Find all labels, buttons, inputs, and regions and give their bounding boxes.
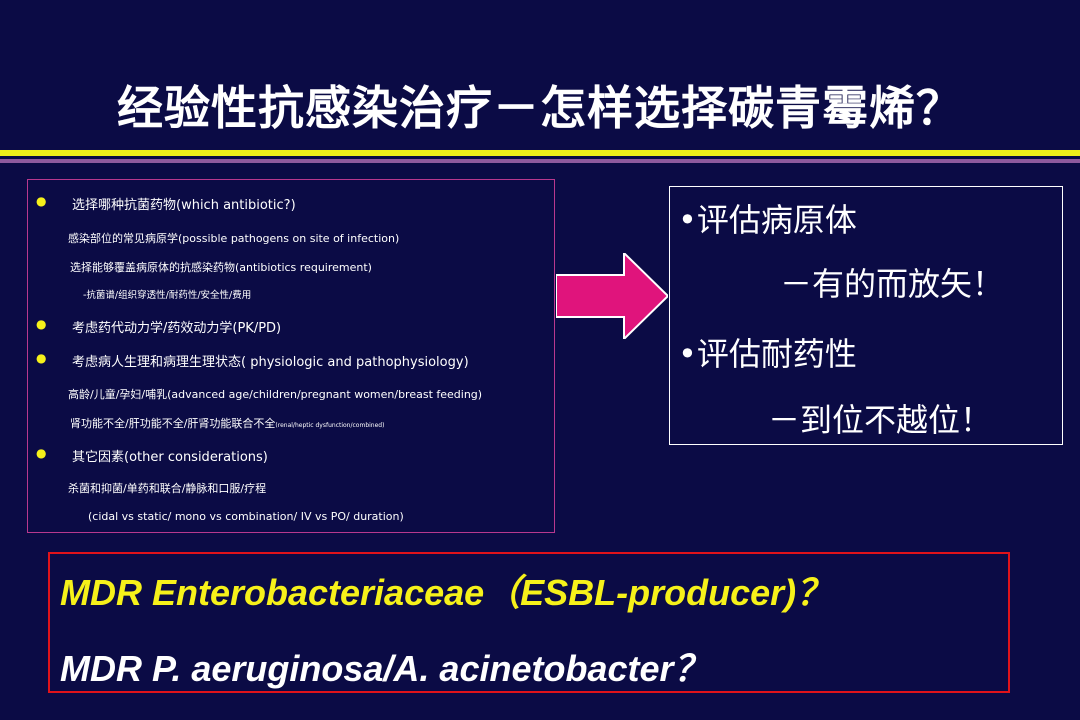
bullet-icon: ● — [36, 446, 47, 460]
bullet-icon: ● — [36, 317, 47, 331]
sub-item: 高龄/儿童/孕妇/哺乳(advanced age/children/pregna… — [68, 388, 483, 401]
sub-item-text: 肾功能不全/肝功能不全/肝肾功能联合不全 — [70, 417, 276, 430]
assessment-line-resistance: •评估耐药性 — [678, 335, 857, 373]
assessment-panel: •评估病原体 －有的而放矢！ •评估耐药性 －到位不越位！ — [669, 186, 1063, 445]
slide-title: 经验性抗感染治疗－怎样选择碳青霉烯？ — [117, 81, 963, 135]
sub-item: 感染部位的常见病原学(possible pathogens on site of… — [68, 232, 400, 245]
sub-item: 选择能够覆盖病原体的抗感染药物(antibiotics requirement) — [70, 261, 372, 274]
sub-sub-item: -抗菌谱/组织穿透性/耐药性/安全性/费用 — [83, 290, 252, 301]
assessment-line-resistance-note: －到位不越位！ — [768, 401, 993, 439]
sub-item: (cidal vs static/ mono vs combination/ I… — [88, 510, 404, 523]
title-divider-yellow — [0, 150, 1080, 156]
bullet-item: ● 其它因素(other considerations) — [28, 446, 268, 465]
bullet-text: 考虑病人生理和病理生理状态( physiologic and pathophys… — [72, 355, 469, 370]
bullet-text: 其它因素(other considerations) — [72, 450, 268, 465]
assessment-line-pathogen-note: －有的而放矢！ — [780, 265, 1005, 303]
mdr-enterobacteriaceae-line: MDR Enterobacteriaceae（ESBL-producer)？ — [60, 572, 833, 613]
considerations-panel: ● 选择哪种抗菌药物(which antibiotic?) 感染部位的常见病原学… — [27, 179, 555, 533]
bullet-text: 考虑药代动力学/药效动力学(PK/PD) — [72, 321, 282, 336]
right-arrow-icon — [556, 253, 668, 339]
bullet-icon: ● — [36, 351, 47, 365]
bullet-item: ● 选择哪种抗菌药物(which antibiotic?) — [28, 194, 296, 213]
bullet-text: 选择哪种抗菌药物(which antibiotic?) — [72, 198, 296, 213]
bullet-icon: ● — [36, 194, 47, 208]
sub-item: 肾功能不全/肝功能不全/肝肾功能联合不全(renal/heptic dysfun… — [28, 415, 384, 431]
sub-item: 杀菌和抑菌/单药和联合/静脉和口服/疗程 — [68, 482, 267, 495]
title-divider-purple — [0, 159, 1080, 163]
bullet-item: ● 考虑病人生理和病理生理状态( physiologic and pathoph… — [28, 351, 469, 370]
bullet-item: ● 考虑药代动力学/药效动力学(PK/PD) — [28, 317, 281, 336]
mdr-pseudomonas-line: MDR P. aeruginosa/A. acinetobacter？ — [60, 648, 710, 689]
assessment-line-pathogen: •评估病原体 — [678, 201, 857, 239]
mdr-question-panel: MDR Enterobacteriaceae（ESBL-producer)？ M… — [48, 552, 1010, 693]
sub-item-note: (renal/heptic dysfunction/combined) — [275, 422, 385, 429]
